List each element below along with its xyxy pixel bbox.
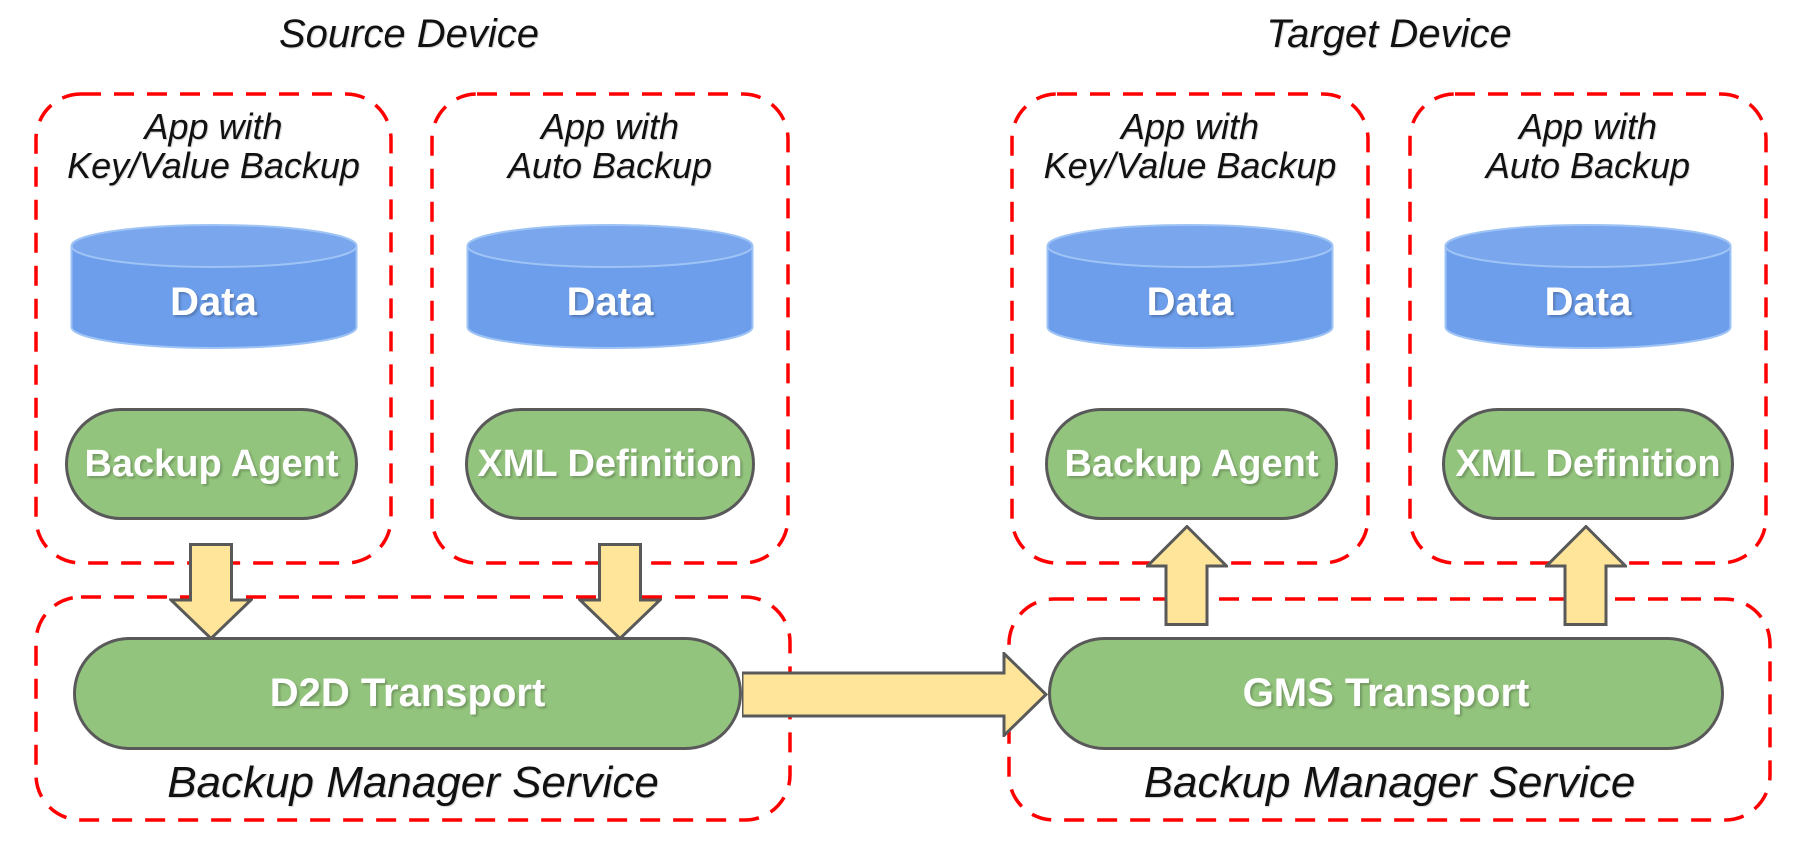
arrow-right-d2d-to-gms-icon bbox=[742, 652, 1048, 737]
cylinder-shape-icon bbox=[1046, 224, 1334, 349]
app-name-label: App with Auto Backup bbox=[430, 106, 790, 186]
arrow-down-backup-agent-to-d2d-icon bbox=[169, 543, 253, 640]
app-name-label: App with Key/Value Backup bbox=[1010, 106, 1370, 186]
backup-manager-service-label: Backup Manager Service bbox=[1143, 758, 1636, 807]
target-backup-manager-service-box: GMS Transport Backup Manager Service bbox=[1007, 597, 1772, 822]
xml-definition-pill: XML Definition bbox=[1442, 408, 1734, 520]
target-device-title: Target Device bbox=[1266, 12, 1512, 56]
app-name-line2: Key/Value Backup bbox=[67, 144, 360, 186]
app-name-line2: Key/Value Backup bbox=[1043, 144, 1337, 186]
app-name-line1: App with bbox=[1120, 106, 1260, 147]
data-label: Data bbox=[1544, 279, 1632, 324]
dashed-border bbox=[430, 92, 790, 565]
source-backup-manager-service-box: D2D Transport Backup Manager Service bbox=[34, 595, 792, 822]
data-label: Data bbox=[566, 279, 654, 324]
cylinder-shape-icon bbox=[1444, 224, 1732, 349]
app-name-line1: App with bbox=[540, 106, 680, 147]
target-app-auto-box: App with Auto Backup Data XML Definition bbox=[1408, 92, 1768, 565]
data-label: Data bbox=[170, 279, 257, 324]
arrow-up-gms-to-backup-agent-icon bbox=[1146, 525, 1228, 626]
dashed-border bbox=[1010, 92, 1370, 565]
source-app-auto-box: App with Auto Backup Data XML Definition bbox=[430, 92, 790, 565]
app-name-line1: App with bbox=[1518, 106, 1658, 147]
cylinder-shape-icon bbox=[466, 224, 754, 349]
gms-transport-pill: GMS Transport bbox=[1048, 637, 1724, 750]
app-name-line1: App with bbox=[144, 106, 283, 147]
xml-definition-pill: XML Definition bbox=[465, 408, 755, 520]
data-cylinder: Data bbox=[1443, 222, 1733, 352]
source-device-title: Source Device bbox=[278, 12, 540, 56]
data-label: Data bbox=[1146, 279, 1234, 324]
target-app-keyvalue-box: App with Key/Value Backup Data Backup Ag… bbox=[1010, 92, 1370, 565]
source-app-keyvalue-box: App with Key/Value Backup Data Backup Ag… bbox=[34, 92, 393, 565]
dashed-border bbox=[34, 92, 393, 565]
data-cylinder: Data bbox=[69, 222, 359, 352]
backup-agent-pill: Backup Agent bbox=[65, 408, 358, 520]
arrow-down-xml-definition-to-d2d-icon bbox=[578, 543, 662, 640]
arrow-up-gms-to-xml-definition-icon bbox=[1545, 525, 1627, 626]
app-name-label: App with Key/Value Backup bbox=[34, 106, 393, 186]
app-name-line2: Auto Backup bbox=[1485, 144, 1691, 186]
app-name-line2: Auto Backup bbox=[507, 144, 713, 186]
backup-manager-service-label: Backup Manager Service bbox=[167, 758, 659, 807]
cylinder-shape-icon bbox=[70, 224, 357, 349]
data-cylinder: Data bbox=[465, 222, 755, 352]
data-cylinder: Data bbox=[1045, 222, 1335, 352]
backup-agent-pill: Backup Agent bbox=[1045, 408, 1338, 520]
dashed-border bbox=[1408, 92, 1768, 565]
app-name-label: App with Auto Backup bbox=[1408, 106, 1768, 186]
d2d-transport-pill: D2D Transport bbox=[73, 637, 742, 750]
